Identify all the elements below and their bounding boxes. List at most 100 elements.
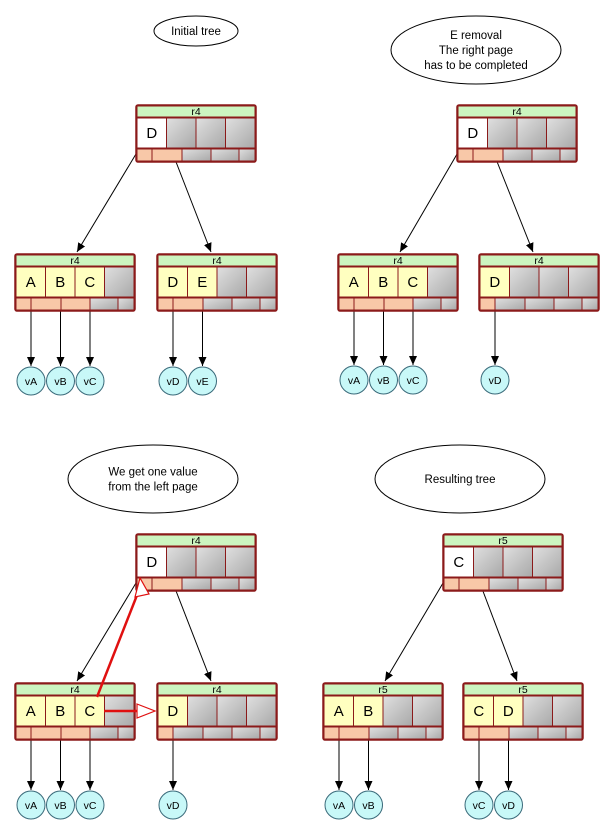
key-cell bbox=[457, 117, 488, 149]
node-header bbox=[323, 683, 443, 696]
root-to-left-edge bbox=[399, 148, 461, 253]
empty-key-cell bbox=[568, 266, 599, 298]
caption-bubble bbox=[153, 15, 239, 47]
key-cell bbox=[45, 695, 76, 727]
caption-bubble bbox=[390, 15, 562, 85]
node-header bbox=[443, 534, 563, 547]
empty-key-cell bbox=[216, 266, 247, 298]
pointer-cell bbox=[151, 577, 183, 591]
value-label: vC bbox=[84, 800, 97, 812]
root-to-left-edge bbox=[76, 148, 140, 253]
node-header bbox=[157, 254, 277, 267]
pointer-cell bbox=[457, 148, 474, 162]
value-leaf: vC bbox=[75, 790, 105, 820]
move-key-up-arrow bbox=[95, 584, 143, 698]
pointer-cell bbox=[488, 577, 519, 591]
pointer-cell bbox=[30, 726, 62, 740]
key-cell bbox=[74, 266, 105, 298]
pointer-cell bbox=[210, 577, 240, 591]
node-header bbox=[157, 683, 277, 696]
value-circle bbox=[398, 365, 428, 395]
root-node: r5C bbox=[442, 533, 564, 592]
value-circle bbox=[46, 366, 75, 396]
pointer-cell bbox=[202, 297, 233, 311]
value-circle bbox=[46, 790, 75, 820]
key-label: C bbox=[473, 703, 484, 720]
node-header bbox=[15, 683, 135, 696]
value-leaf: vE bbox=[188, 366, 217, 396]
pointer-cell bbox=[238, 577, 256, 591]
pointer-cell bbox=[494, 297, 526, 311]
pointer-cell bbox=[338, 297, 355, 311]
value-circle bbox=[369, 365, 398, 395]
empty-key-cell bbox=[195, 117, 226, 149]
value-leaf: vA bbox=[339, 365, 369, 395]
revision-label: r4 bbox=[534, 255, 543, 267]
root-to-left-edge bbox=[76, 577, 140, 682]
value-label: vA bbox=[333, 800, 345, 812]
value-leaf: vC bbox=[464, 790, 494, 820]
empty-key-cell bbox=[225, 117, 256, 149]
move-key-up-arrowhead bbox=[134, 576, 150, 598]
pointer-cell bbox=[443, 577, 460, 591]
pointer-cell bbox=[472, 148, 504, 162]
pointer-cell bbox=[524, 297, 555, 311]
pointer-cell bbox=[60, 297, 91, 311]
pointer-cell bbox=[458, 577, 490, 591]
empty-key-cell bbox=[502, 546, 533, 578]
pointer-cell bbox=[502, 148, 533, 162]
pointer-cell bbox=[181, 577, 212, 591]
key-label: B bbox=[363, 703, 373, 720]
caption-line: Initial tree bbox=[171, 26, 221, 38]
value-label: vB bbox=[377, 375, 389, 387]
revision-label: r4 bbox=[393, 255, 402, 267]
caption-line: E removal bbox=[450, 30, 502, 42]
value-leaf: vD bbox=[494, 790, 523, 820]
key-label: B bbox=[378, 274, 388, 291]
key-cell bbox=[353, 695, 384, 727]
empty-key-cell bbox=[246, 695, 277, 727]
pointer-cell bbox=[517, 577, 547, 591]
caption-bubble bbox=[67, 444, 239, 514]
value-label: vC bbox=[84, 376, 97, 388]
node-header bbox=[338, 254, 458, 267]
key-cell bbox=[157, 266, 188, 298]
key-cell bbox=[157, 695, 188, 727]
root-node: r4D bbox=[135, 104, 257, 163]
root-to-right-edge bbox=[491, 148, 534, 253]
pointer-cell bbox=[202, 726, 233, 740]
caption-line: The right page bbox=[439, 45, 513, 57]
pointer-cell bbox=[238, 148, 256, 162]
pointer-cell bbox=[545, 577, 563, 591]
value-circle bbox=[75, 790, 105, 820]
key-label: C bbox=[84, 703, 95, 720]
key-label: C bbox=[407, 274, 418, 291]
key-cell bbox=[443, 546, 474, 578]
value-circle bbox=[464, 790, 494, 820]
pointer-cell bbox=[210, 148, 240, 162]
node-header bbox=[463, 683, 583, 696]
pointer-cell bbox=[368, 726, 399, 740]
root-to-left-edge bbox=[384, 577, 447, 682]
empty-key-cell bbox=[552, 695, 583, 727]
value-circle bbox=[158, 790, 188, 820]
key-label: A bbox=[349, 274, 359, 291]
pointer-cell bbox=[478, 726, 510, 740]
pointer-cell bbox=[157, 726, 174, 740]
root-node: r4D bbox=[135, 533, 257, 592]
empty-key-cell bbox=[538, 266, 569, 298]
value-circle bbox=[75, 366, 105, 396]
value-circle bbox=[339, 365, 369, 395]
empty-key-cell bbox=[473, 546, 504, 578]
key-cell bbox=[187, 266, 218, 298]
key-label: D bbox=[146, 554, 157, 571]
caption-bubble bbox=[374, 444, 546, 514]
pointer-cell bbox=[323, 726, 340, 740]
value-label: vD bbox=[167, 800, 180, 812]
empty-key-cell bbox=[246, 266, 277, 298]
